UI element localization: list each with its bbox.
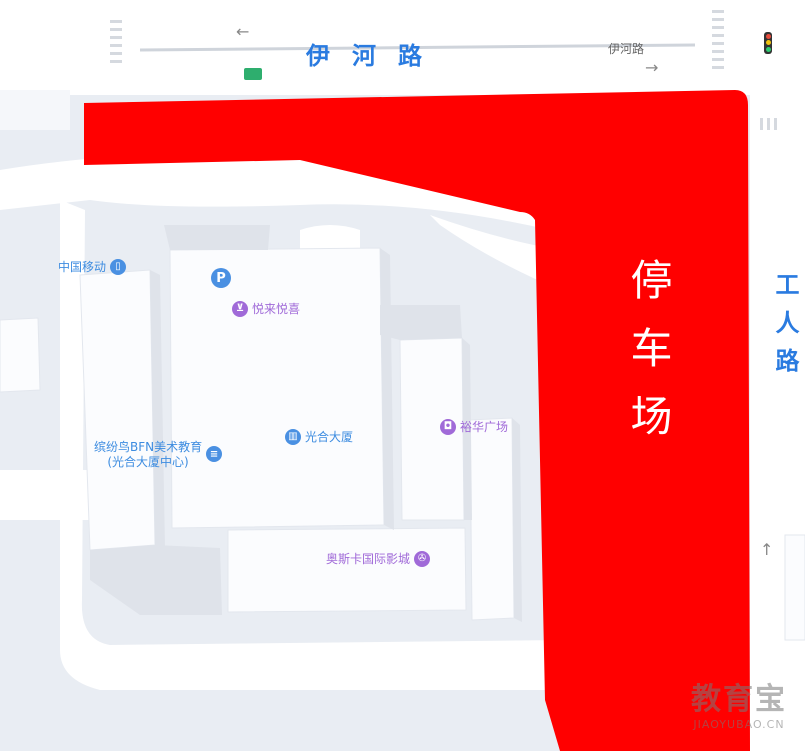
poi-guanghe-building[interactable]: ▥ 光合大厦 <box>285 428 353 445</box>
crosswalk-left <box>110 20 122 63</box>
poi-label: 悦来悦喜 <box>252 302 301 316</box>
poi-label: 裕华广场 <box>460 420 509 434</box>
building-icon: ▥ <box>285 428 301 445</box>
crosswalk-right <box>712 10 777 130</box>
watermark-cn: 教育宝 <box>691 682 787 717</box>
shopping-bag-icon: ◘ <box>440 418 456 435</box>
phone-icon: ▯ <box>110 258 127 275</box>
arrow-right-icon: → <box>645 58 659 77</box>
shopping-cart-icon: ⊻ <box>232 300 248 317</box>
poi-yuelaiyuexi[interactable]: ⊻ 悦来悦喜 <box>232 300 300 317</box>
poi-bfn-art[interactable]: 缤纷鸟BFN美术教育 (光合大厦中心) ≡ <box>94 440 223 470</box>
poi-yuhua-plaza[interactable]: ◘ 裕华广场 <box>440 418 508 435</box>
book-icon: ≡ <box>206 446 223 462</box>
poi-label: 奥斯卡国际影城 <box>326 552 411 566</box>
watermark-en: JIAOYUBAO.CN <box>693 718 785 731</box>
bus-stop-icon[interactable] <box>244 68 262 80</box>
poi-label: 中国移动 <box>58 260 107 274</box>
arrow-up-icon: ↑ <box>760 540 774 559</box>
poi-label: 缤纷鸟BFN美术教育 (光合大厦中心) <box>94 440 203 469</box>
watermark: 教育宝 JIAOYUBAO.CN <box>691 674 787 731</box>
parking-area[interactable] <box>84 90 750 751</box>
parking-label: 停车场 <box>624 258 673 462</box>
road-label-gongren: 工人路 <box>771 272 799 386</box>
road-label-yihe-small: 伊河路 <box>608 42 645 56</box>
film-icon: ✇ <box>414 550 431 567</box>
poi-china-mobile[interactable]: 中国移动 ▯ <box>58 258 127 275</box>
traffic-light-icon <box>764 32 772 54</box>
arrow-left-icon: ← <box>236 22 250 41</box>
poi-oscar-cinema[interactable]: 奥斯卡国际影城 ✇ <box>326 550 431 567</box>
parking-icon[interactable]: P <box>211 268 231 288</box>
building-shadows <box>90 225 522 622</box>
road-label-yihe: 伊河路 <box>306 42 444 70</box>
poi-label: 光合大厦 <box>305 430 354 444</box>
